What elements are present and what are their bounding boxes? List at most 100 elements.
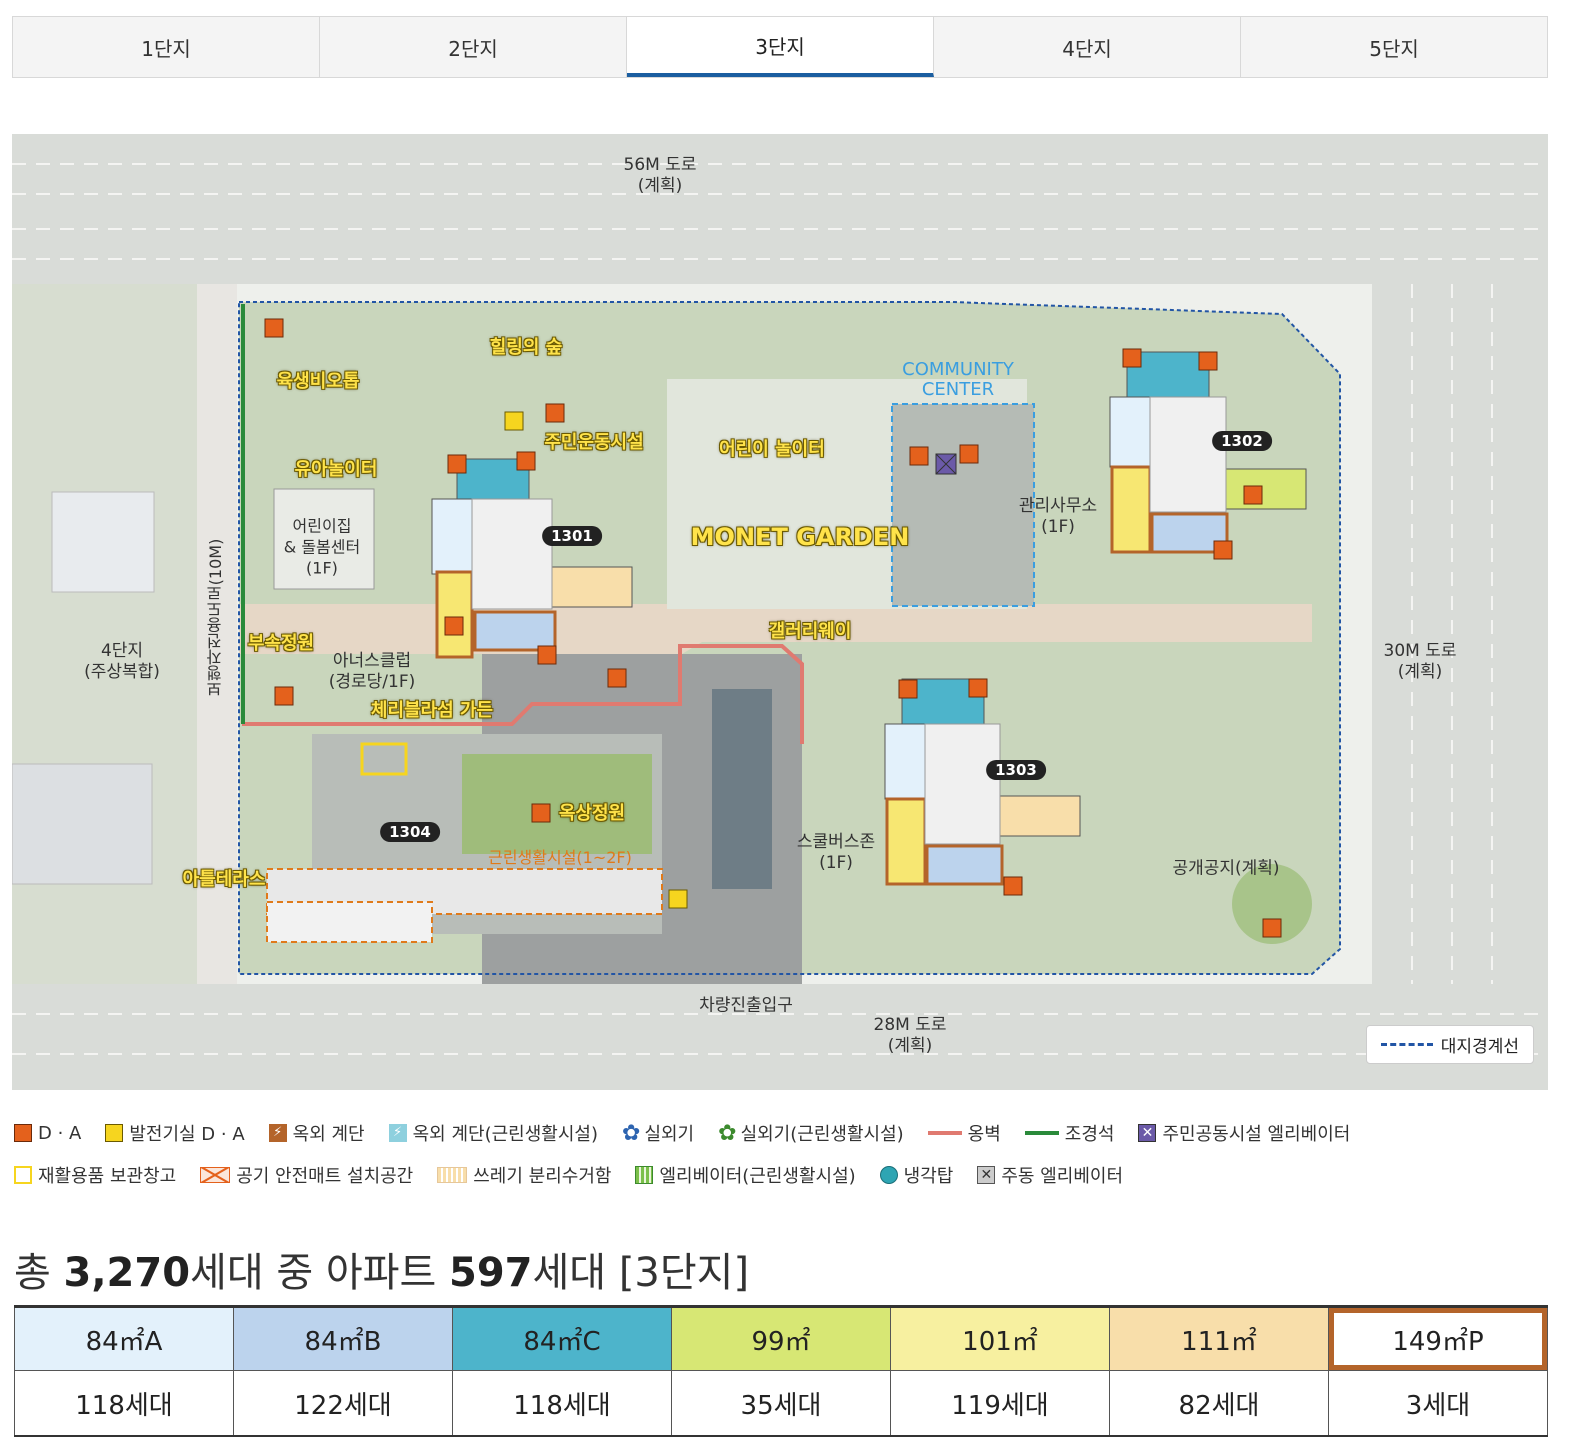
legend-item: 발전기실 D · A bbox=[105, 1120, 245, 1146]
legend-label: 발전기실 D · A bbox=[129, 1124, 245, 1145]
household-summary: 총 3,270세대 중 아파트 597세대 [3단지] bbox=[14, 1240, 749, 1298]
monet-garden-label: MONET GARDEN bbox=[690, 523, 910, 551]
unit-type-cell: 84㎡C bbox=[452, 1305, 672, 1371]
cooling-tower-icon bbox=[879, 1166, 898, 1184]
unit-type-cell: 111㎡ bbox=[1109, 1305, 1329, 1371]
legend-item: ✕ 주동 엘리베이터 bbox=[977, 1162, 1123, 1188]
legend-item: 공기 안전매트 설치공간 bbox=[200, 1162, 413, 1188]
community-center-label: COMMUNITY CENTER bbox=[902, 359, 1014, 400]
legend-row-1: D · A 발전기실 D · A ⚡ 옥외 계단 ⚡옥외 계단(근린생활시설) ✿… bbox=[14, 1116, 1554, 1150]
legend-label: 주민공동시설 엘리베이터 bbox=[1162, 1124, 1351, 1145]
open-space-label: 공개공지(계획) bbox=[1172, 858, 1280, 879]
legend-item: 쓰레기 분리수거함 bbox=[437, 1162, 611, 1188]
road-north-label: 56M 도로 (계획) bbox=[623, 155, 697, 196]
summary-mid: 세대 중 아파트 bbox=[190, 1250, 449, 1296]
road-east-label: 30M 도로 (계획) bbox=[1383, 641, 1457, 682]
biotope-label: 육생비오톱 bbox=[276, 371, 360, 392]
rooftop-garden-label: 옥상정원 bbox=[558, 803, 626, 824]
tab-district-4[interactable]: 4단지 bbox=[934, 17, 1241, 77]
road-south-label: 28M 도로 (계획) bbox=[873, 1015, 947, 1056]
retail-facility-label: 근린생활시설(1~2F) bbox=[488, 848, 632, 867]
unit-type-table: 84㎡A 84㎡B 84㎡C 99㎡ 101㎡ 111㎡ 149㎡P 118세대… bbox=[14, 1305, 1548, 1437]
unit-count-cell: 82세대 bbox=[1109, 1370, 1329, 1437]
boundary-legend: 대지경계선 bbox=[1365, 1025, 1534, 1064]
legend-label: 공기 안전매트 설치공간 bbox=[236, 1166, 414, 1187]
building-1304-badge: 1304 bbox=[380, 822, 440, 842]
legend-item: ✕주민공동시설 엘리베이터 bbox=[1138, 1120, 1350, 1146]
kids-playground-label: 어린이 놀이터 bbox=[719, 439, 825, 460]
legend-label: 조경석 bbox=[1064, 1124, 1115, 1145]
outdoor-unit-icon: ✿ bbox=[622, 1120, 641, 1146]
legend-item: ⚡ 옥외 계단 bbox=[268, 1120, 365, 1146]
side-garden-label: 부속정원 bbox=[247, 633, 315, 654]
tab-district-5[interactable]: 5단지 bbox=[1369, 36, 1419, 61]
unit-count-row: 118세대 122세대 118세대 35세대 119세대 82세대 3세대 bbox=[14, 1370, 1548, 1437]
building-1303 bbox=[884, 678, 1081, 886]
legend-label: 재활용품 보관창고 bbox=[38, 1166, 177, 1187]
recycle-storage-icon bbox=[14, 1166, 32, 1184]
trash-bin-icon bbox=[437, 1167, 468, 1183]
unit-count-cell: 3세대 bbox=[1328, 1370, 1548, 1437]
unit-count-cell: 118세대 bbox=[14, 1370, 234, 1437]
map-legend: D · A 발전기실 D · A ⚡ 옥외 계단 ⚡옥외 계단(근린생활시설) ✿… bbox=[14, 1116, 1554, 1200]
legend-item: ✿실외기 bbox=[622, 1120, 694, 1146]
building-1301-badge: 1301 bbox=[542, 526, 602, 546]
legend-label: 엘리베이터(근린생활시설) bbox=[659, 1166, 856, 1187]
terrace-label: 아틀테라스 bbox=[182, 869, 266, 890]
tab-district-3[interactable]: 3단지 bbox=[627, 17, 934, 77]
legend-label: 옥외 계단 bbox=[292, 1124, 365, 1145]
building-1302 bbox=[1109, 351, 1307, 554]
landscape-stone-line-icon bbox=[1024, 1131, 1059, 1135]
tab-district-2[interactable]: 2단지 bbox=[320, 17, 627, 77]
daycare-label: 어린이집 & 돌봄센터 (1F) bbox=[283, 516, 361, 578]
management-office-label: 관리사무소 (1F) bbox=[1018, 496, 1098, 537]
unit-count-cell: 35세대 bbox=[671, 1370, 891, 1437]
unit-type-row: 84㎡A 84㎡B 84㎡C 99㎡ 101㎡ 111㎡ 149㎡P bbox=[14, 1305, 1548, 1371]
legend-label: 실외기(근린생활시설) bbox=[740, 1124, 904, 1145]
site-plan-map: 56M 도로 (계획) 28M 도로 (계획) 30M 도로 (계획) 보행자전… bbox=[12, 134, 1548, 1090]
dashed-line-icon bbox=[1380, 1043, 1433, 1046]
legend-label: 옹벽 bbox=[967, 1124, 1001, 1145]
building-1302-badge: 1302 bbox=[1212, 431, 1272, 451]
summary-suffix: 세대 [3단지] bbox=[532, 1250, 750, 1296]
legend-row-2: 재활용품 보관창고 공기 안전매트 설치공간 쓰레기 분리수거함 엘리베이터(근… bbox=[14, 1158, 1554, 1192]
district-tabs: 1단지 2단지 3단지 4단지 5단지 bbox=[12, 16, 1548, 78]
unit-count-cell: 119세대 bbox=[890, 1370, 1110, 1437]
legend-item: 엘리베이터(근린생활시설) bbox=[635, 1162, 856, 1188]
unit-count-cell: 122세대 bbox=[233, 1370, 453, 1437]
legend-label: D · A bbox=[38, 1122, 82, 1144]
district4-label: 4단지 (주상복합) bbox=[84, 641, 160, 682]
senior-center-label: 아너스클럽 (경로당/1F) bbox=[328, 651, 416, 692]
legend-item: ✿실외기(근린생활시설) bbox=[718, 1120, 904, 1146]
retail-elevator-icon bbox=[635, 1166, 654, 1184]
building-elevator-icon: ✕ bbox=[977, 1166, 996, 1184]
legend-item: 조경석 bbox=[1024, 1120, 1115, 1146]
unit-type-cell: 149㎡P bbox=[1328, 1305, 1548, 1371]
legend-item: D · A bbox=[14, 1123, 81, 1144]
air-mat-icon bbox=[200, 1167, 231, 1183]
summary-prefix: 총 bbox=[14, 1250, 64, 1296]
fitness-facility-label: 주민운동시설 bbox=[544, 432, 644, 453]
site-plan-drawing bbox=[12, 134, 1548, 1090]
outdoor-stair-icon: ⚡ bbox=[268, 1124, 287, 1142]
yellow-square-icon bbox=[105, 1124, 124, 1142]
legend-label: 실외기 bbox=[644, 1124, 695, 1145]
healing-forest-label: 힐링의 숲 bbox=[489, 337, 563, 358]
unit-type-cell: 84㎡B bbox=[233, 1305, 453, 1371]
legend-label: 쓰레기 분리수거함 bbox=[473, 1166, 612, 1187]
legend-item: 재활용품 보관창고 bbox=[14, 1162, 176, 1188]
unit-type-cell: 101㎡ bbox=[890, 1305, 1110, 1371]
building-1301 bbox=[431, 458, 633, 659]
retail-outdoor-unit-icon: ✿ bbox=[718, 1120, 737, 1146]
road-west-label: 보행자전용도로(10M) bbox=[206, 538, 225, 698]
retaining-wall-line-icon bbox=[927, 1131, 962, 1135]
legend-label: 주동 엘리베이터 bbox=[1001, 1166, 1124, 1187]
retail-stair-icon: ⚡ bbox=[388, 1124, 407, 1142]
cherry-blossom-garden-label: 체리블라섬 가든 bbox=[370, 700, 494, 721]
legend-item: 냉각탑 bbox=[879, 1162, 953, 1188]
legend-item: ⚡옥외 계단(근린생활시설) bbox=[388, 1120, 598, 1146]
unit-type-cell: 99㎡ bbox=[671, 1305, 891, 1371]
building-1303-badge: 1303 bbox=[986, 760, 1046, 780]
legend-item: 옹벽 bbox=[927, 1120, 1001, 1146]
tab-district-1[interactable]: 1단지 bbox=[13, 17, 320, 77]
